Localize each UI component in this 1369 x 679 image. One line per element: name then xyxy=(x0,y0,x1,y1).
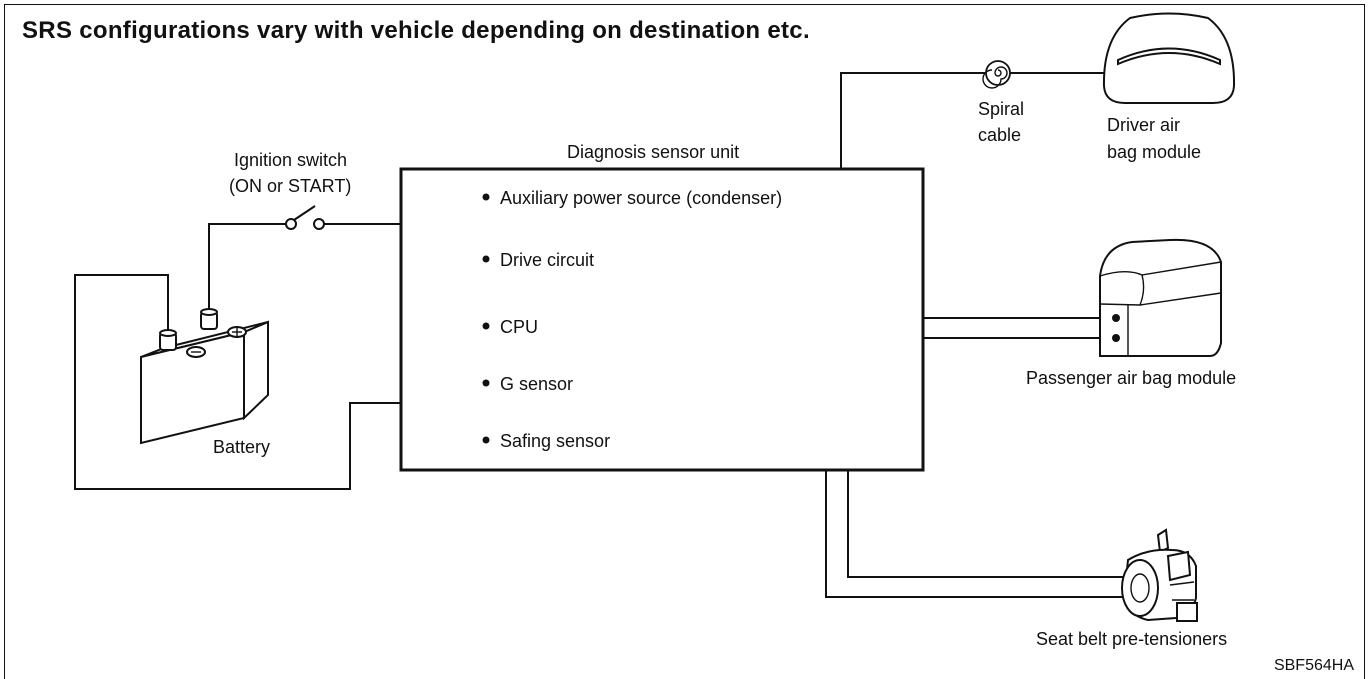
unit-item-power-source: Auxiliary power source (condenser) xyxy=(500,188,782,208)
wire-seatbelt-1 xyxy=(825,470,1124,598)
diagnosis-unit-label: Diagnosis sensor unit xyxy=(567,142,739,162)
passenger-airbag-label: Passenger air bag module xyxy=(1026,368,1236,388)
passenger-airbag-module-icon xyxy=(1099,238,1222,357)
battery-icon xyxy=(140,308,269,445)
diagnosis-unit-item-list: Auxiliary power source (condenser) Drive… xyxy=(482,188,782,451)
driver-airbag-label-line1: Driver air xyxy=(1107,115,1180,135)
diagram-title: SRS configurations vary with vehicle dep… xyxy=(22,17,810,44)
diagnosis-sensor-unit-box xyxy=(399,167,925,472)
unit-item-cpu: CPU xyxy=(500,317,538,337)
unit-item-g-sensor: G sensor xyxy=(500,374,573,394)
bullet-icon xyxy=(482,436,490,444)
bullet-icon xyxy=(482,255,490,263)
bullet-icon xyxy=(482,379,490,387)
seatbelt-pretensioner-icon xyxy=(1121,528,1198,622)
spiral-cable-label-line2: cable xyxy=(978,125,1021,145)
wire-ground-loop xyxy=(74,274,401,490)
ignition-switch-label-line2: (ON or START) xyxy=(229,176,351,196)
unit-item-safing-sensor: Safing sensor xyxy=(500,431,610,451)
wire-seatbelt-2 xyxy=(847,470,1124,578)
spiral-cable-label-line1: Spiral xyxy=(978,99,1024,119)
ignition-switch-icon xyxy=(285,205,325,230)
wire-unit-to-spiral xyxy=(840,72,985,169)
driver-airbag-label-line2: bag module xyxy=(1107,142,1201,162)
spiral-cable-icon xyxy=(982,60,1011,89)
driver-airbag-module-icon xyxy=(1102,12,1236,104)
seatbelt-pretensioner-label: Seat belt pre-tensioners xyxy=(1036,629,1227,649)
figure-code: SBF564HA xyxy=(1274,657,1354,674)
wire-battery-to-switch xyxy=(208,223,291,312)
bullet-icon xyxy=(482,193,490,201)
battery-label: Battery xyxy=(213,437,270,457)
ignition-switch-label-line1: Ignition switch xyxy=(234,150,347,170)
bullet-icon xyxy=(482,322,490,330)
unit-item-drive-circuit: Drive circuit xyxy=(500,250,594,270)
